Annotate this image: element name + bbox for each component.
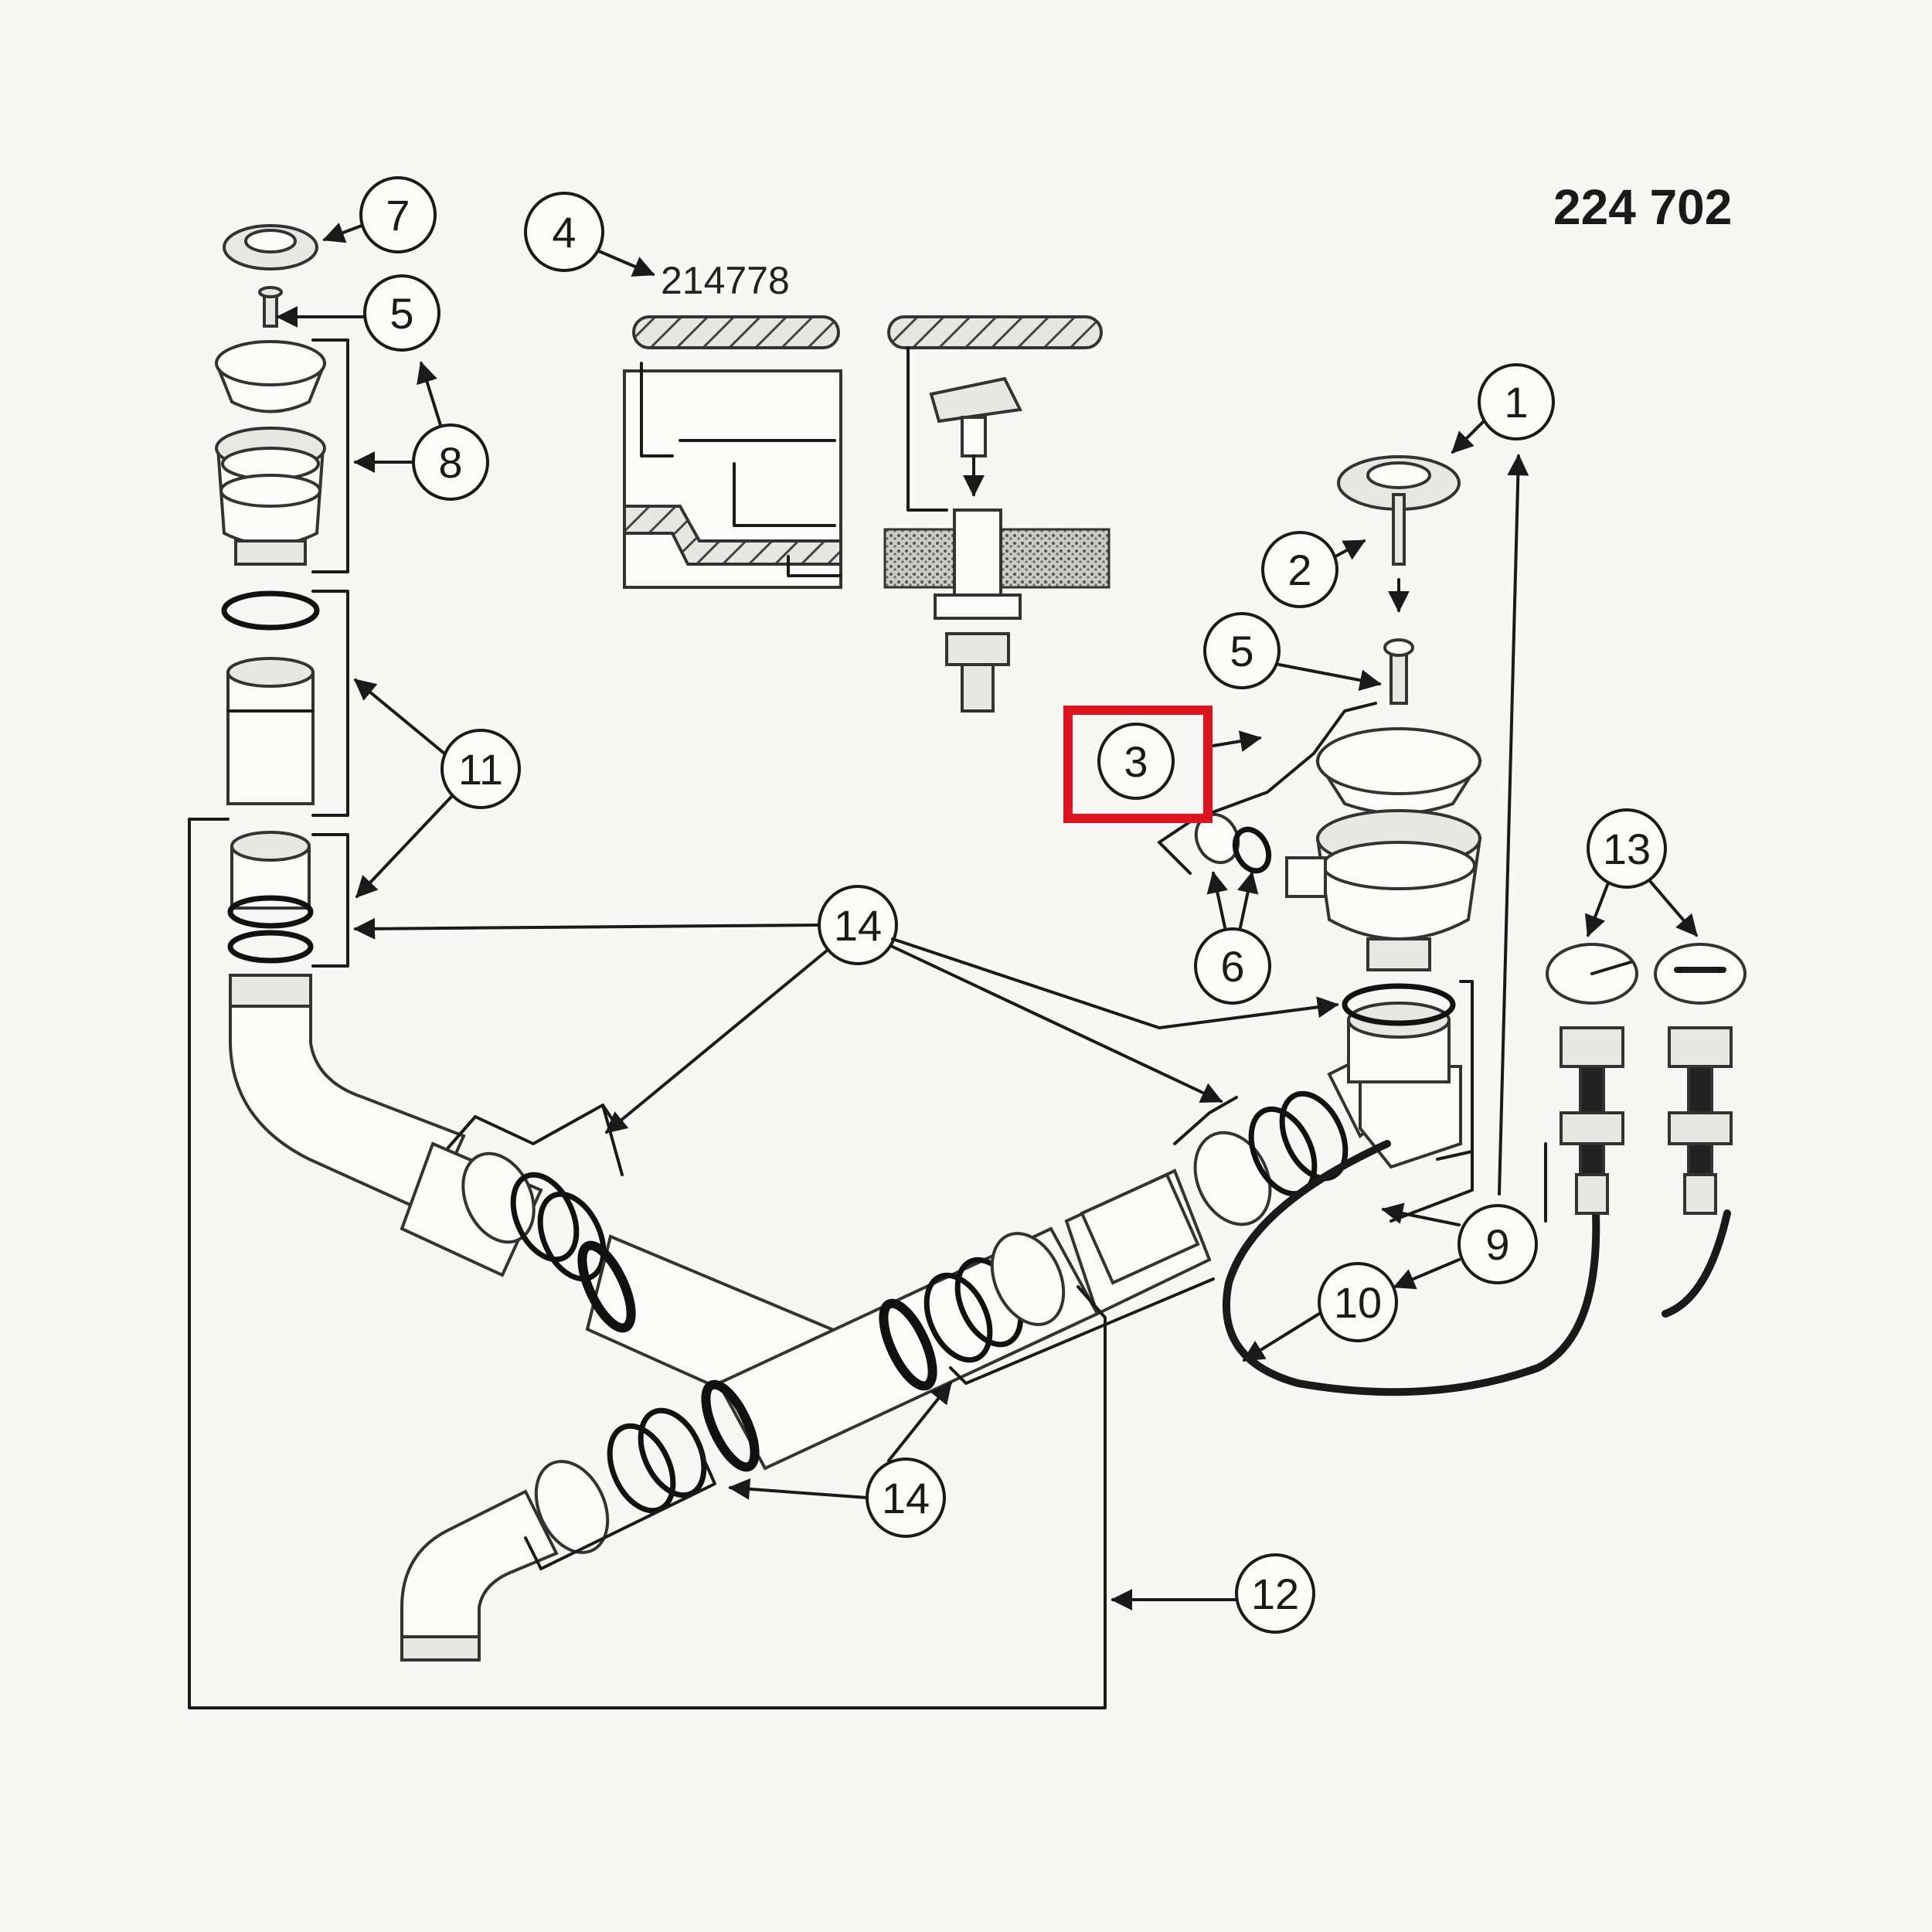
callout-13	[1235, 1553, 1315, 1634]
callout-14-bottom-label: 14	[882, 1474, 930, 1522]
callout-2	[1261, 531, 1338, 608]
callout-7	[359, 176, 437, 253]
callouts: 1 2 5 3 6 4 214778 7 5	[276, 176, 1698, 1634]
callout-11-label: 13	[1603, 825, 1651, 873]
installation-detail-insets	[623, 315, 1111, 713]
callout-8-label: 8	[438, 438, 462, 487]
callout-7-label: 7	[386, 191, 410, 240]
callout-5-right-label: 5	[1230, 627, 1253, 675]
callout-4	[524, 192, 604, 272]
callout-9-label: 9	[1485, 1220, 1509, 1269]
callout-12	[440, 729, 521, 809]
callout-2-label: 2	[1287, 546, 1311, 594]
callout-10-label: 10	[1334, 1278, 1382, 1327]
main-drain-pipe	[400, 1168, 1212, 1662]
callout-11	[1587, 808, 1667, 889]
assembly-outline-13	[188, 818, 1107, 1709]
callout-3-highlight-box	[1063, 706, 1213, 823]
callout-6	[1194, 927, 1271, 1005]
callout-14-top-label: 14	[834, 901, 882, 950]
callout-6-label: 6	[1220, 942, 1244, 991]
callout-12-label: 11	[458, 745, 503, 794]
callout-5-left	[363, 274, 440, 352]
callout-4-label: 4	[552, 208, 576, 257]
overflow-hoses	[1222, 943, 1747, 1396]
right-strainer-assembly	[1158, 455, 1482, 971]
callout-3	[1097, 723, 1175, 800]
callout-5-right	[1203, 612, 1281, 689]
callout-1	[1478, 363, 1555, 440]
model-number: 224 702	[1553, 179, 1732, 235]
left-drain-pipe	[229, 974, 852, 1432]
callout-10	[1318, 1262, 1398, 1342]
callout-1-label: 1	[1504, 378, 1528, 427]
callout-9	[1458, 1204, 1538, 1284]
part-code-label: 214778	[661, 259, 790, 302]
callout-5-left-label: 5	[389, 289, 413, 338]
left-strainer-assembly	[214, 224, 349, 968]
callout-3-label: 3	[1124, 737, 1148, 786]
callout-13-label: 12	[1251, 1570, 1299, 1618]
